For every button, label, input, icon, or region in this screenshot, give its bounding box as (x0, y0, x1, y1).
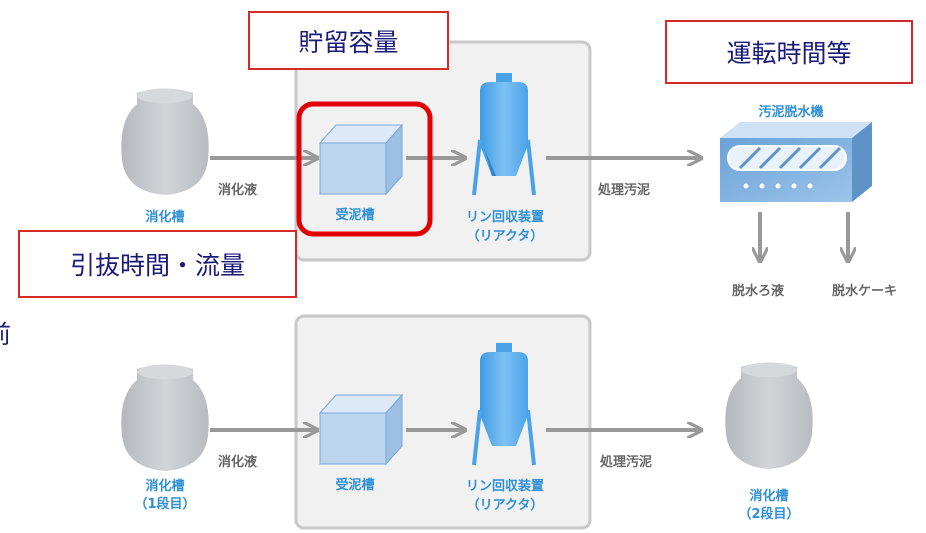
reactor-label-upper-2: （リアクタ） (466, 229, 544, 244)
digester-tank-lower-2 (725, 362, 813, 469)
filtrate-label: 脱水ろ液 (732, 284, 785, 299)
cake-label: 脱水ケーキ (832, 284, 898, 299)
digester-label-upper: 消化槽 (145, 210, 185, 225)
reactor-label-lower-2: （リアクタ） (466, 498, 544, 513)
reactor-label-lower-1: リン回収装置 (465, 479, 544, 494)
callout-storage-capacity: 貯留容量 (248, 11, 449, 70)
digester1-label-2: （1段目） (134, 497, 196, 512)
digester2-label-2: （2段目） (738, 507, 800, 522)
digester-tank-lower-1 (121, 364, 209, 471)
digester2-label-1: 消化槽 (749, 489, 789, 504)
receiving-tank-cube-upper (318, 123, 404, 196)
reactor-label-upper-1: リン回収装置 (465, 210, 544, 225)
digester-tank-upper (121, 88, 209, 195)
digestate-label-upper: 消化液 (218, 183, 258, 198)
receiving-tank-highlight (296, 101, 433, 237)
dewaterer-label: 汚泥脱水機 (758, 105, 824, 120)
sludge-dewaterer (720, 122, 872, 202)
treated-sludge-label-lower: 処理汚泥 (600, 455, 653, 470)
receiving-tank-label-upper: 受泥槽 (335, 208, 375, 223)
reactor-upper (472, 73, 536, 196)
reactor-lower (472, 343, 536, 466)
digester1-label-1: 消化槽 (145, 479, 185, 494)
callout-withdrawal: 引抜時間・流量 (18, 230, 297, 298)
digestate-label-lower: 消化液 (218, 455, 258, 470)
receiving-tank-cube-lower (318, 393, 404, 466)
treated-sludge-label-upper: 処理汚泥 (598, 183, 651, 198)
cropped-glyph: 前 (0, 315, 11, 351)
receiving-tank-label-lower: 受泥槽 (335, 478, 375, 493)
callout-operating-time: 運転時間等 (665, 20, 913, 84)
